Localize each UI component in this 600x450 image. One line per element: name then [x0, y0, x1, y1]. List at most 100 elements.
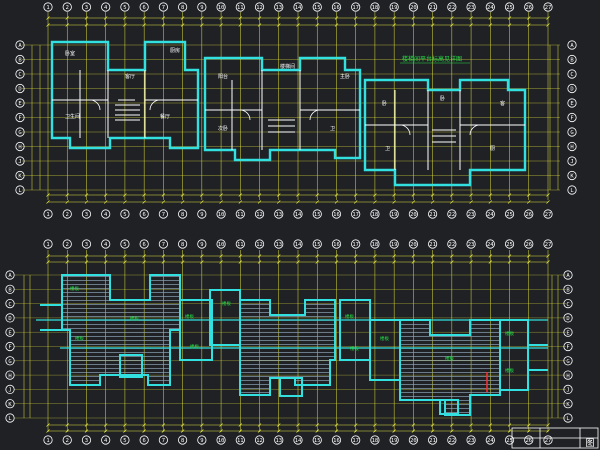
svg-text:H: H [8, 373, 11, 379]
axis-bubble: 21 [428, 209, 438, 219]
axis-bubble: 2 [62, 435, 72, 445]
axis-bubble: 19 [389, 435, 399, 445]
row-bubble: K [563, 399, 573, 409]
axis-bubble: 27 [543, 239, 553, 249]
axis-bubble: 4 [101, 239, 111, 249]
room-tag: 主卧 [340, 73, 350, 80]
axis-bubble: 3 [81, 2, 92, 12]
svg-text:D: D [8, 316, 11, 322]
axis-bubble: 13 [274, 239, 284, 249]
axis-bubble: 12 [254, 239, 265, 249]
row-bubble: L [567, 185, 577, 195]
svg-text:13: 13 [275, 438, 282, 444]
svg-text:14: 14 [295, 212, 302, 218]
svg-text:21: 21 [429, 242, 436, 248]
svg-text:2: 2 [66, 212, 69, 218]
axis-bubble: 24 [485, 2, 495, 12]
svg-text:14: 14 [295, 242, 302, 248]
slab-tag: 楼板 [190, 343, 199, 350]
row-bubble: D [15, 83, 25, 94]
svg-text:27: 27 [545, 438, 552, 444]
svg-text:7: 7 [162, 242, 165, 248]
axis-bubble: 10 [216, 435, 226, 445]
row-bubble: L [5, 413, 15, 423]
row-bubble: F [567, 112, 577, 123]
svg-text:E: E [8, 330, 11, 336]
axis-bubble: 9 [197, 435, 207, 445]
axis-bubble: 20 [408, 2, 418, 12]
axis-bubble: 13 [274, 435, 284, 445]
row-bubble: E [15, 98, 25, 108]
axis-bubble: 23 [466, 209, 476, 219]
axis-bubble: 15 [312, 435, 322, 445]
svg-text:19: 19 [391, 438, 398, 444]
svg-text:11: 11 [237, 5, 244, 11]
svg-text:21: 21 [429, 438, 436, 444]
svg-text:25: 25 [506, 212, 513, 218]
room-tag: 卫 [330, 126, 335, 132]
row-bubble: C [567, 69, 577, 79]
axis-bubble: 21 [428, 2, 438, 12]
axis-bubble: 23 [466, 435, 476, 445]
svg-text:D: D [566, 316, 569, 322]
svg-text:1: 1 [46, 438, 49, 444]
title-block-label: 图 [585, 438, 594, 449]
svg-text:K: K [8, 402, 12, 408]
svg-text:23: 23 [468, 242, 475, 248]
row-bubble: C [5, 298, 15, 309]
slab-tag: 楼板 [185, 313, 194, 320]
svg-text:F: F [570, 116, 573, 122]
svg-text:10: 10 [218, 242, 225, 248]
svg-text:7: 7 [162, 5, 165, 11]
svg-text:24: 24 [487, 242, 494, 248]
room-tag: 客 [500, 100, 505, 107]
svg-text:5: 5 [123, 438, 126, 444]
svg-text:16: 16 [333, 5, 340, 11]
row-bubble: B [567, 54, 577, 65]
axis-bubble: 19 [389, 209, 399, 219]
axis-bubble: 3 [81, 209, 92, 219]
axis-bubble: 18 [370, 209, 380, 219]
svg-text:13: 13 [275, 242, 282, 248]
title-block [511, 427, 599, 449]
room-tag: 卫生间 [65, 113, 80, 120]
axis-bubble: 14 [293, 209, 303, 219]
axis-bubble: 26 [524, 239, 534, 249]
svg-text:21: 21 [429, 5, 436, 11]
axis-bubble: 18 [370, 435, 380, 445]
svg-text:A: A [570, 43, 574, 49]
axis-bubble: 10 [216, 2, 226, 12]
svg-text:12: 12 [256, 212, 263, 218]
svg-text:K: K [18, 174, 22, 180]
svg-text:25: 25 [506, 5, 513, 11]
slab-tag: 楼板 [445, 355, 454, 362]
svg-text:4: 4 [104, 5, 108, 11]
axis-bubble: 4 [101, 435, 111, 445]
row-bubble: F [563, 341, 573, 352]
axis-bubble: 25 [504, 239, 515, 249]
svg-text:25: 25 [506, 242, 513, 248]
svg-text:3: 3 [85, 5, 88, 11]
svg-text:20: 20 [410, 438, 417, 444]
svg-text:21: 21 [429, 212, 436, 218]
svg-text:1: 1 [46, 242, 49, 248]
svg-text:C: C [18, 72, 21, 78]
svg-text:B: B [18, 58, 22, 64]
axis-bubble: 23 [466, 239, 476, 249]
axis-bubble: 27 [543, 2, 553, 12]
row-bubble: J [563, 384, 573, 394]
row-bubble: D [563, 313, 573, 323]
svg-text:9: 9 [200, 242, 203, 248]
svg-text:6: 6 [142, 242, 145, 248]
axis-bubble: 6 [139, 2, 149, 12]
svg-text:J: J [18, 159, 21, 165]
row-bubble: B [5, 284, 15, 294]
axis-bubble: 15 [312, 209, 322, 219]
svg-text:17: 17 [352, 5, 359, 11]
svg-text:1: 1 [46, 5, 49, 11]
